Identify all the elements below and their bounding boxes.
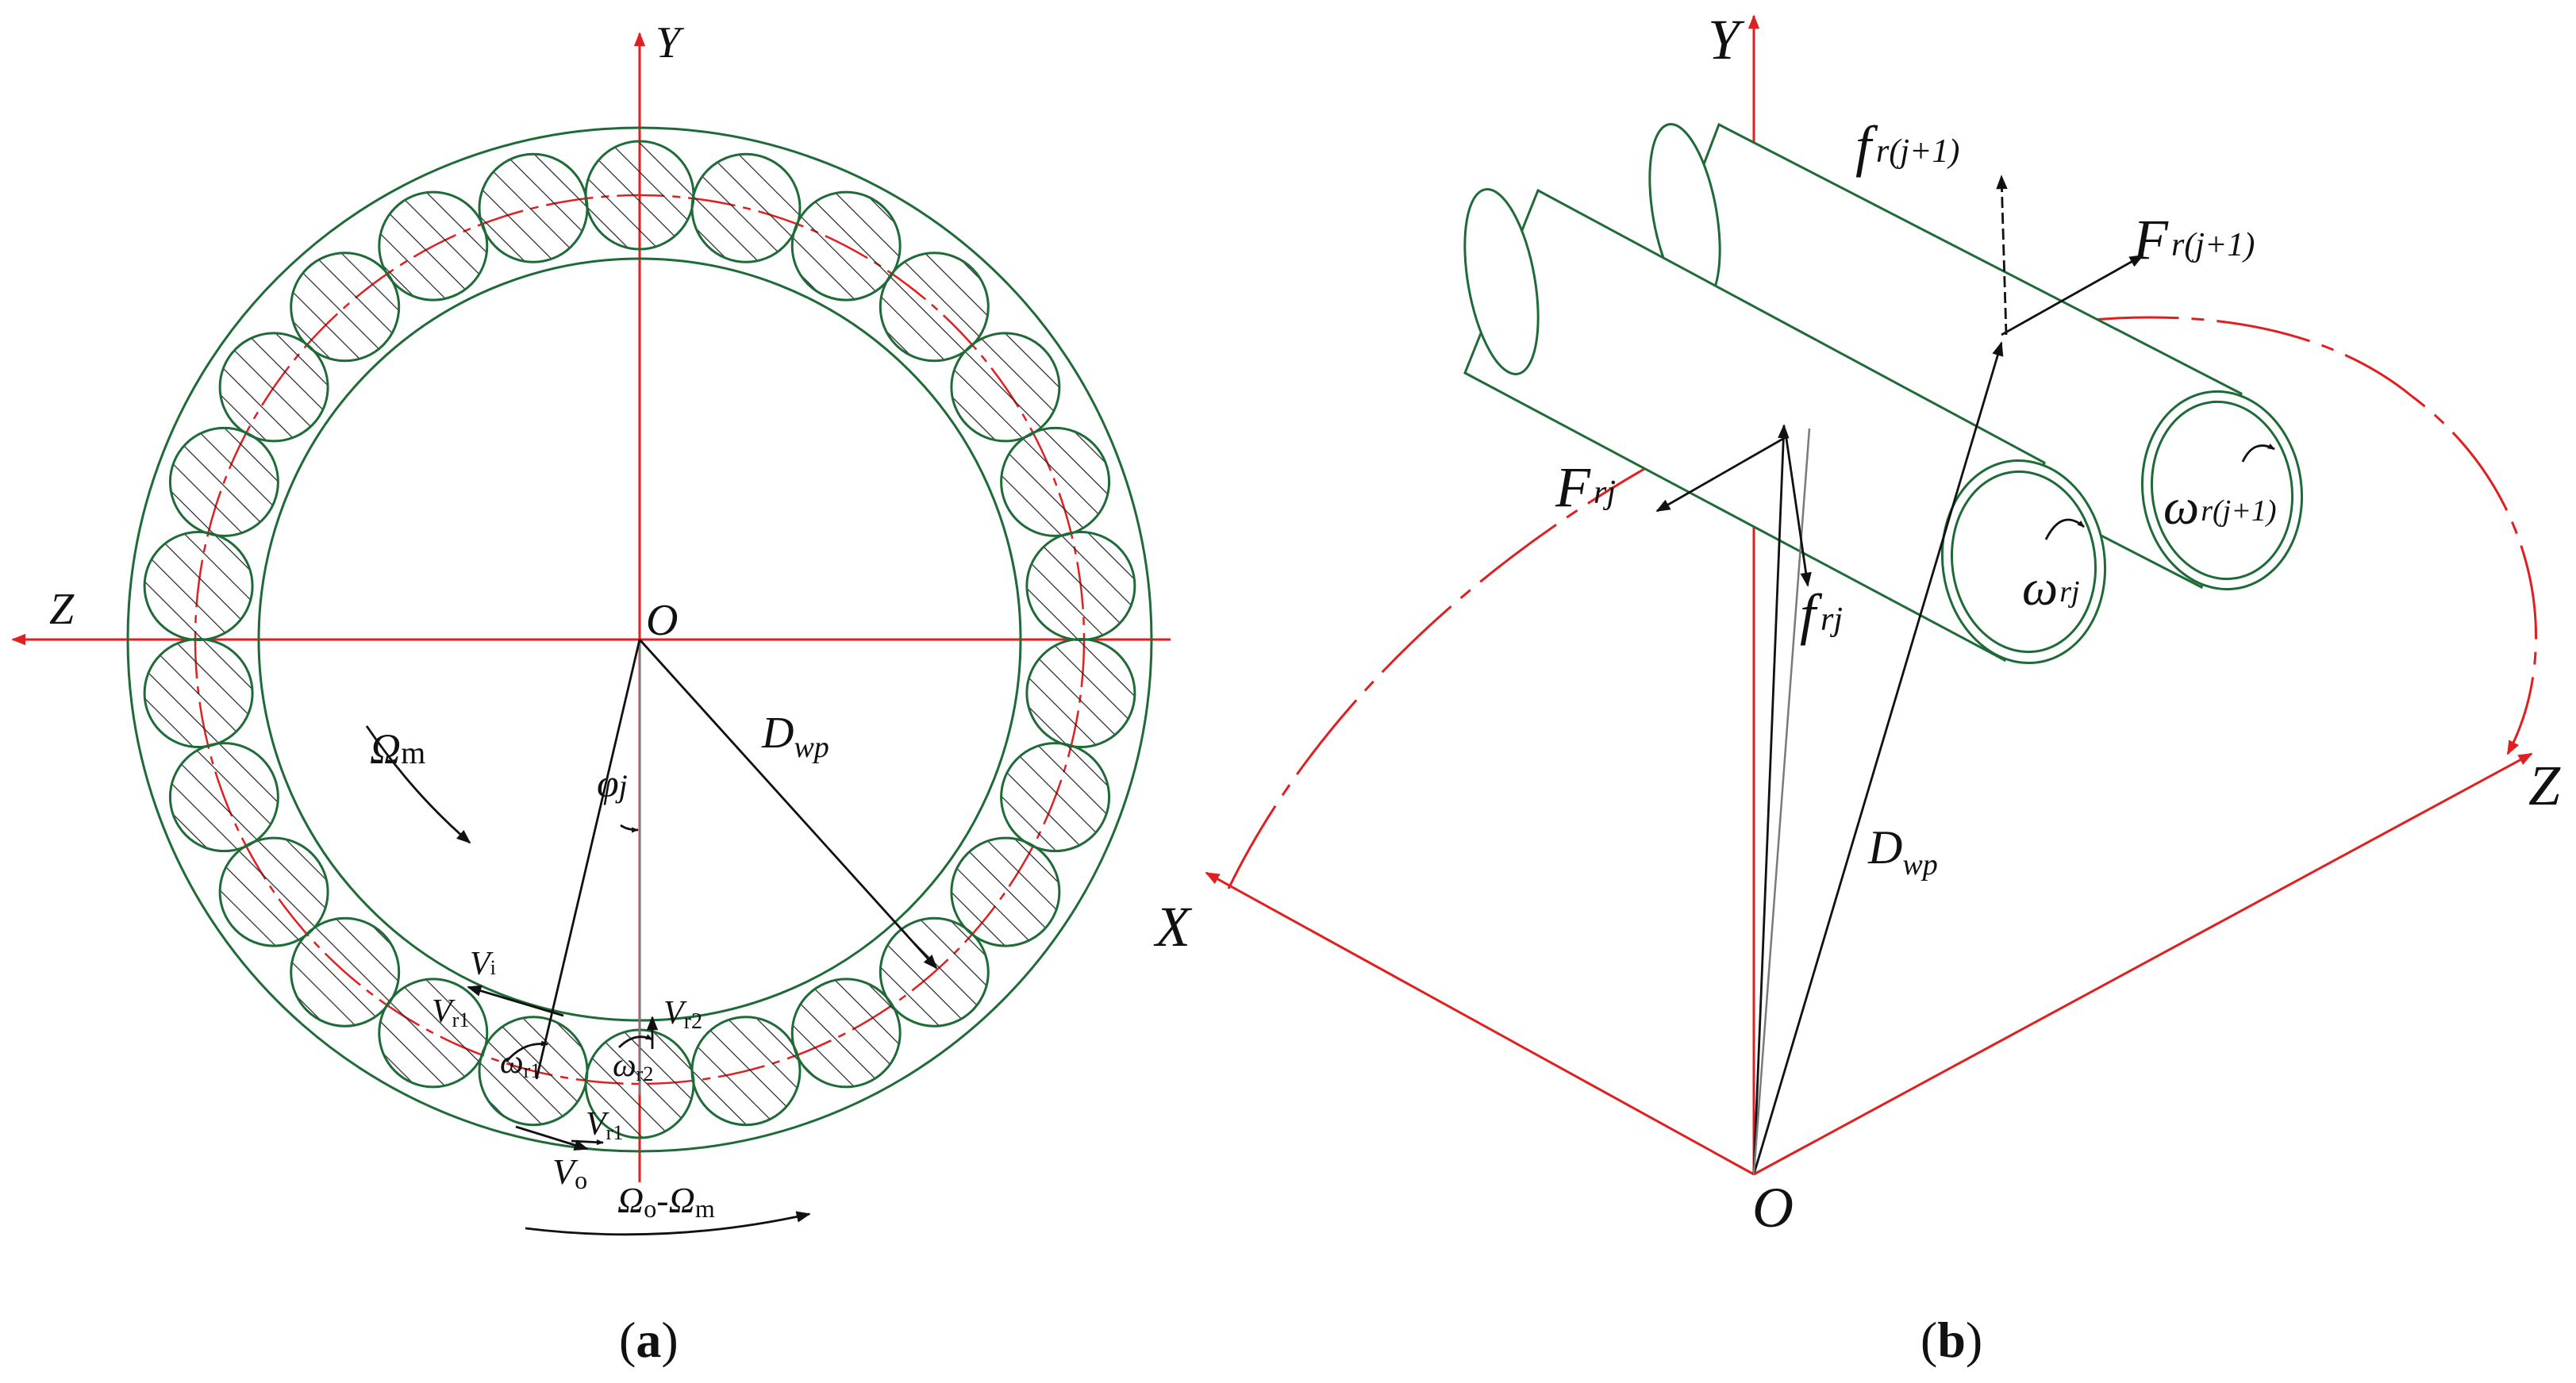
axis-x-label-b: X [1153, 895, 1193, 958]
axis-y-label-b: Y [1708, 8, 1745, 71]
roller-25 [378, 190, 489, 302]
axis-y-label-a: Y [656, 18, 685, 67]
w-j-arc [2044, 518, 2085, 540]
omega-o-m-label: Ωo-Ωm [617, 1180, 715, 1223]
vr1b-label: Vr1 [586, 1106, 623, 1144]
roller-11 [879, 916, 990, 1028]
roller-16 [378, 978, 489, 1089]
F-j-arrow [1655, 435, 1788, 513]
f-j-arrow [1784, 432, 1812, 587]
axis-z-line-b [1753, 752, 2533, 1176]
roller-4 [879, 252, 990, 363]
roller-23 [218, 332, 329, 443]
roller-21 [143, 531, 254, 641]
omega-m-label: Ωm [370, 725, 425, 773]
roller-2 [690, 152, 802, 263]
roller-22 [168, 426, 279, 537]
w-next-label: ωr(j+1) [2163, 478, 2276, 535]
phi-line [535, 639, 641, 1080]
F-next-label: Fr(j+1) [2132, 208, 2255, 271]
caption-a: (a) [619, 1312, 679, 1368]
dwp-arrow-b [1752, 341, 2004, 1175]
origin-label-b: O [1752, 1176, 1794, 1239]
roller-10 [950, 836, 1061, 947]
sweep-arc [1227, 316, 2538, 889]
roller-17 [290, 916, 401, 1028]
axis-x-line-b [1205, 871, 1755, 1176]
roller-8 [1025, 638, 1136, 748]
phi-arc [620, 824, 639, 833]
dwp-label-a: Dwp [761, 709, 829, 764]
omega-o-m-arrow [525, 1211, 811, 1236]
roller-12 [790, 978, 902, 1089]
dwp-arrow-b-j [1752, 424, 1790, 1175]
axis-z-label-a: Z [49, 585, 75, 634]
vr1-label: Vr1 [432, 993, 469, 1031]
f-next-arrow [1996, 175, 2008, 336]
w-next-arc [2241, 443, 2275, 463]
vr1b-arrow [571, 1139, 604, 1146]
roller-9 [1000, 742, 1111, 853]
wr2-label: ωr2 [613, 1047, 653, 1085]
dwp-ref-line [1752, 428, 1811, 1175]
vo-label: Vo [552, 1151, 587, 1194]
vo-arrow [515, 1125, 589, 1151]
roller-24 [290, 252, 401, 363]
roller-13 [690, 1016, 802, 1127]
outer-ring [126, 126, 1153, 1153]
wr1-label: ωr1 [500, 1044, 540, 1082]
F-next-arrow [2001, 254, 2144, 336]
roller-6 [1000, 426, 1111, 537]
roller-7 [1025, 531, 1136, 641]
roller-19 [168, 742, 279, 853]
w-j-label: ωrj [2022, 559, 2080, 616]
vr2-label: Vr2 [663, 995, 702, 1034]
wr2-arc [618, 1034, 653, 1049]
dwp-arrow-a [638, 639, 938, 970]
wr1-arc [505, 1040, 548, 1062]
roller-j [1463, 188, 2107, 665]
omega-m-arrow [365, 725, 471, 844]
roller-3 [790, 190, 902, 302]
roller-1 [584, 140, 695, 251]
roller-15 [478, 1016, 589, 1127]
panel-a: Y Z O Ωm φj Dwp Vi Vr1 Vr2 ωr1 ωr2 Vr1 V… [11, 18, 1171, 1368]
origin-label-a: O [646, 596, 678, 645]
vi-arrow [467, 985, 564, 1017]
roller-5 [950, 332, 1061, 443]
dwp-label-b: Dwp [1867, 821, 1938, 882]
F-j-label: Frj [1555, 455, 1616, 519]
vi-label: Vi [470, 946, 496, 982]
caption-b: (b) [1920, 1312, 1982, 1368]
roller-20 [143, 638, 254, 748]
phi-label: φj [597, 761, 628, 805]
axis-z-label-b: Z [2528, 754, 2561, 817]
roller-18 [218, 836, 329, 947]
roller-26 [478, 152, 589, 263]
